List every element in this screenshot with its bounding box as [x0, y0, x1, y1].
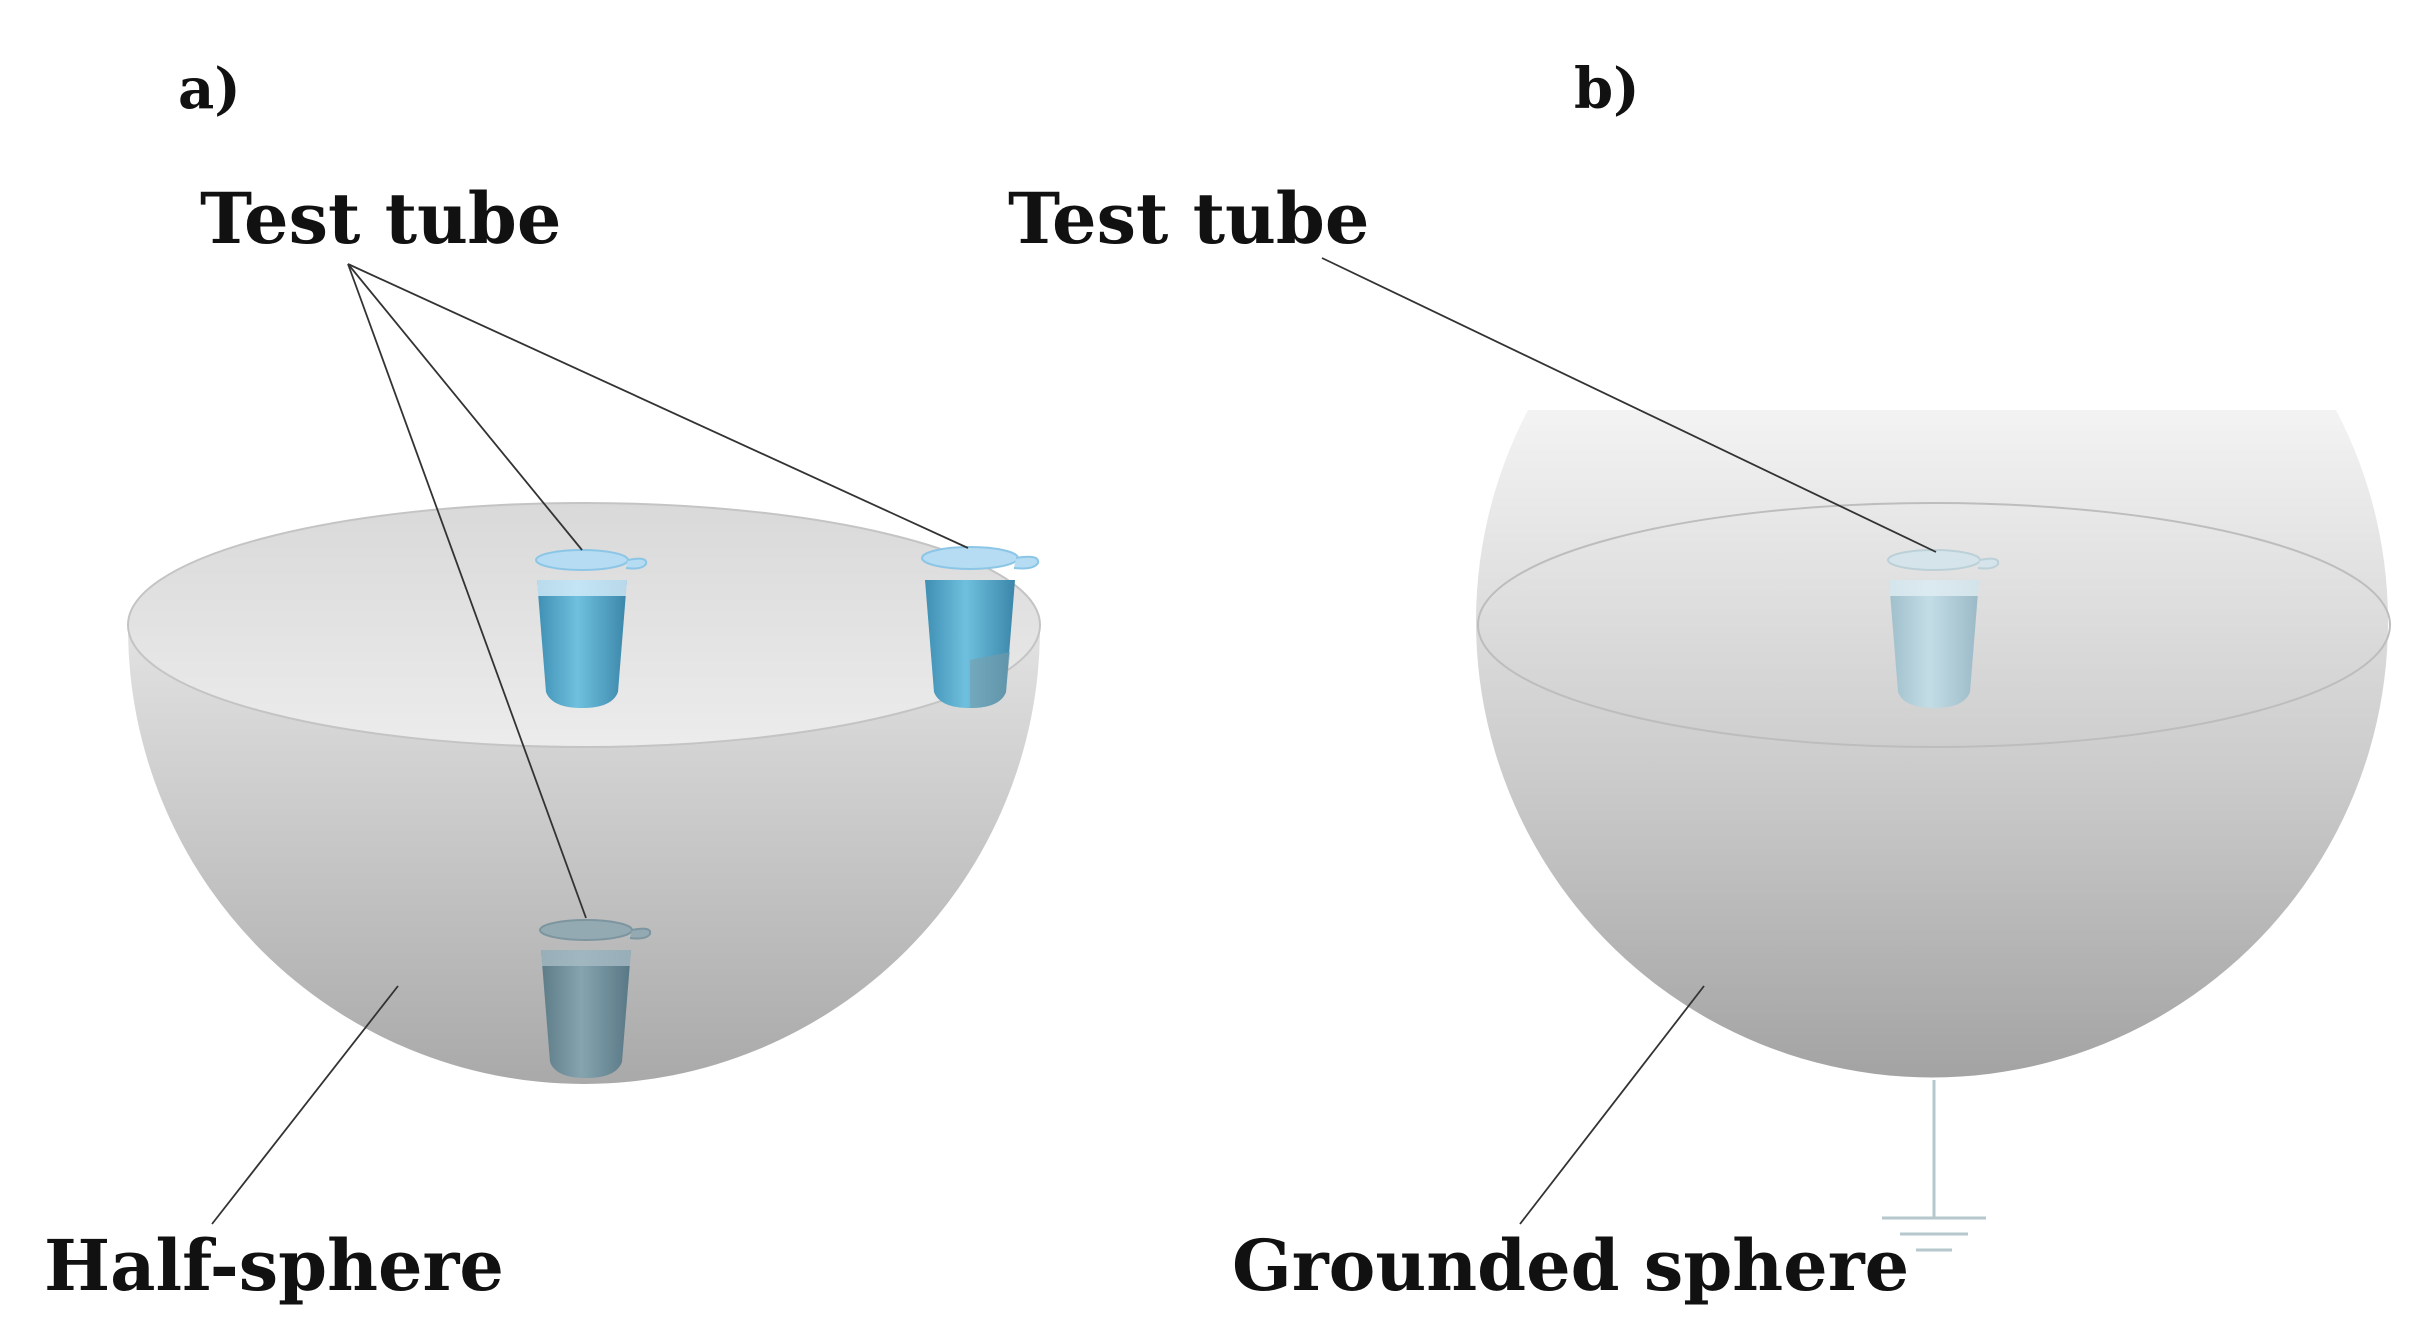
ground-symbol-icon: [1882, 1080, 1986, 1252]
test-tube-icon: [1887, 549, 2000, 708]
test-tube-icon: [921, 546, 1040, 708]
leader-line: [347, 263, 587, 919]
panel-a: a) Test tube: [44, 56, 1041, 1307]
half-sphere-bowl: [128, 628, 1040, 1084]
half-sphere-label: Half-sphere: [44, 1224, 504, 1307]
grounded-sphere: [1475, 410, 2391, 1078]
leader-line: [347, 263, 583, 551]
test-tube-label-b: Test tube: [1008, 177, 1369, 260]
test-tube-icon: [539, 919, 652, 1078]
test-tube-label-a: Test tube: [200, 177, 561, 260]
panel-a-label: a): [178, 56, 241, 122]
test-tube-icon: [535, 549, 648, 708]
sphere-body: [1475, 410, 2388, 1078]
leader-line: [347, 263, 969, 549]
leader-line: [1321, 257, 1937, 553]
leader-line: [1519, 985, 1705, 1225]
panel-b: b) Test tube Grounded sphere: [1008, 56, 2391, 1307]
leader-line: [211, 985, 399, 1225]
panel-b-label: b): [1574, 56, 1640, 122]
sphere-equator: [1477, 502, 2391, 748]
grounded-sphere-label: Grounded sphere: [1232, 1224, 1909, 1307]
